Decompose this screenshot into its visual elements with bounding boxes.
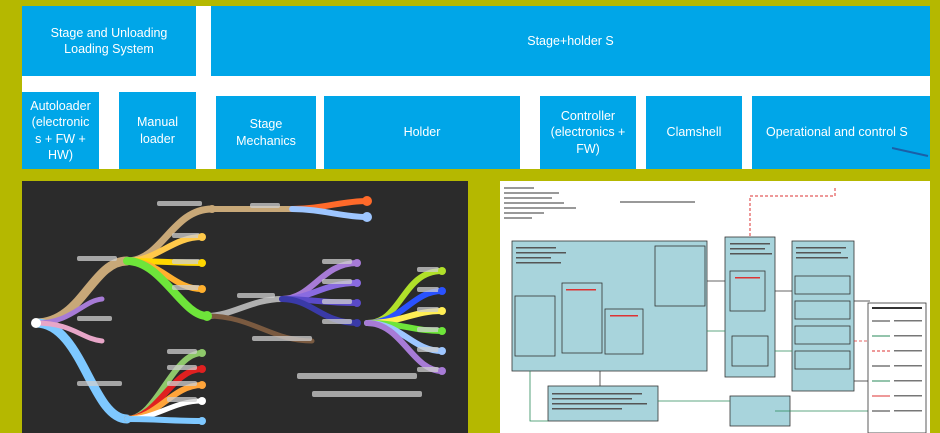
uml-boxes xyxy=(511,236,855,427)
branch-paleblue xyxy=(289,206,370,220)
operational-control-block: Operational and control S xyxy=(752,96,930,169)
manual-loader-block: Manual loader xyxy=(119,92,196,169)
branch-lightblue xyxy=(31,318,132,424)
stage-mechanics-block: Stage Mechanics xyxy=(216,96,316,169)
stage-unloading-loading-block: Stage and Unloading Loading System xyxy=(22,6,196,76)
holder-block: Holder xyxy=(324,96,520,169)
branch-pink xyxy=(33,320,105,344)
stage-holder-block: Stage+holder S xyxy=(211,6,930,76)
branch-blue-low xyxy=(124,416,205,424)
uml-diagram xyxy=(500,181,930,433)
tree-end-nodes xyxy=(31,196,446,425)
legend-box xyxy=(867,302,927,433)
controller-block: Controller (electronics + FW) xyxy=(540,96,636,169)
tree-diagram xyxy=(22,181,468,433)
branch-tan xyxy=(31,256,132,328)
hierarchy-diagram: Stage and Unloading Loading System Stage… xyxy=(22,6,930,169)
tree-diagram-svg xyxy=(31,196,446,425)
autoloader-block: Autoloader (electronic s + FW + HW) xyxy=(22,92,99,169)
clamshell-block: Clamshell xyxy=(646,96,742,169)
uml-diagram-svg xyxy=(504,186,927,433)
branch-green xyxy=(123,257,211,320)
connector-line xyxy=(892,147,929,157)
branch-gray xyxy=(204,296,285,319)
